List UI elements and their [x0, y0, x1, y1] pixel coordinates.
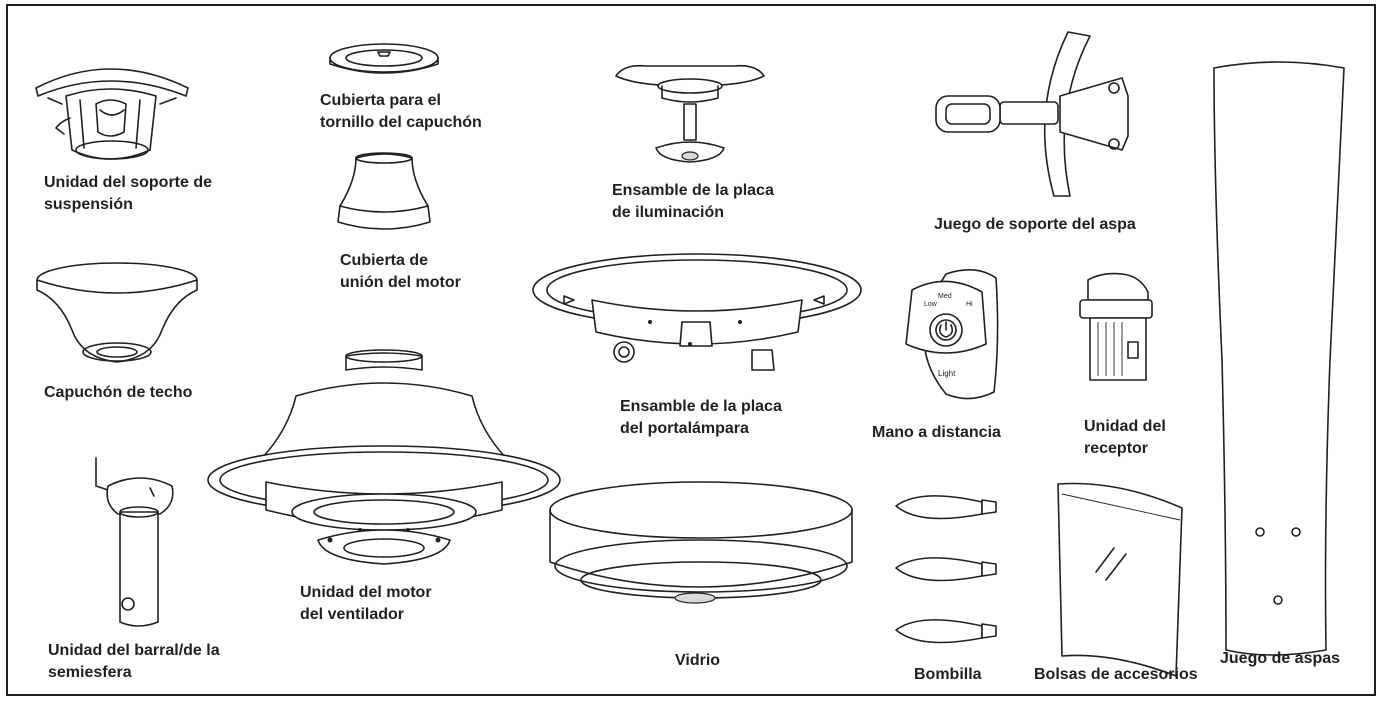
blade-arm-drawing: [935, 31, 1129, 197]
diagram-frame: [6, 4, 1376, 696]
light-plate-drawing: [615, 64, 765, 163]
label-remote: Mano a distancia: [872, 424, 1001, 441]
remote-light-label: Light: [938, 369, 956, 378]
hanger-bracket-drawing: [35, 68, 189, 160]
bulbs-drawing: [895, 495, 997, 644]
lampholder-plate-drawing: [532, 253, 862, 371]
remote-med-label: Med: [938, 293, 952, 300]
label-glass: Vidrio: [675, 652, 721, 669]
hardware-bag-drawing: [1057, 482, 1183, 677]
remote-drawing: Low Med Hi Light: [905, 269, 999, 400]
motor-assembly-drawing: [207, 349, 561, 565]
label-hardware-bags: Bolsas de accesorios: [1034, 666, 1198, 683]
label-canopy: Capuchón de techo: [44, 384, 193, 401]
canopy-drawing: [36, 262, 198, 363]
label-blade-arm-set: Juego de soporte del aspa: [934, 216, 1136, 233]
label-blade-set: Juego de aspas: [1220, 650, 1341, 667]
downrod-ball-drawing: [95, 457, 174, 627]
remote-low-label: Low: [924, 301, 938, 308]
remote-hi-label: Hi: [966, 301, 973, 308]
blade-drawing: [1213, 61, 1345, 656]
receiver-drawing: [1079, 272, 1153, 381]
glass-drawing: [549, 481, 853, 604]
canopy-screw-cover-drawing: [329, 43, 439, 74]
motor-coupling-cover-drawing: [337, 152, 431, 230]
label-bulb: Bombilla: [914, 666, 982, 683]
